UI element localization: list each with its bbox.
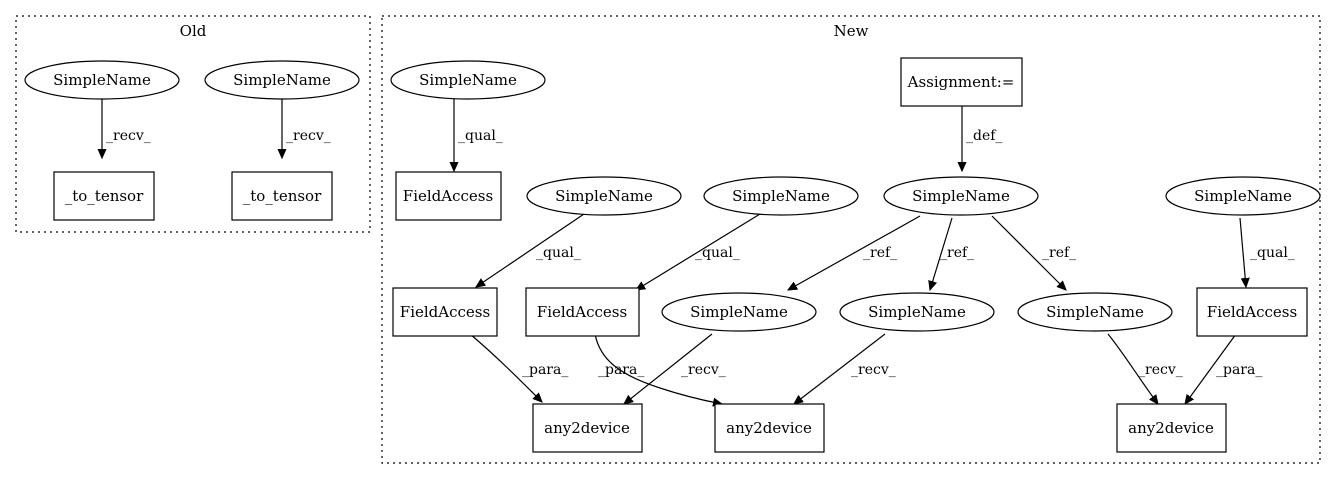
node-fieldaccess-top: FieldAccess bbox=[395, 171, 502, 221]
node-fieldaccess-2: FieldAccess bbox=[525, 287, 640, 337]
edge-label-qual-right: _qual_ bbox=[1250, 245, 1295, 261]
node-simplename-r2: SimpleName bbox=[839, 292, 995, 332]
edge-label-recv-old-2: _recv_ bbox=[286, 128, 331, 144]
edge-label-recv-r3: _recv_ bbox=[1138, 362, 1183, 378]
svg-text:Assignment:=: Assignment:= bbox=[907, 73, 1015, 91]
edge-qual-right bbox=[1239, 217, 1246, 287]
node-simplename-new-top: SimpleName bbox=[390, 60, 546, 100]
edge-recv-r1 bbox=[624, 333, 713, 404]
edge-qual-a bbox=[476, 213, 585, 287]
svg-text:SimpleName: SimpleName bbox=[1046, 303, 1144, 321]
edge-label-recv-old-1: _recv_ bbox=[106, 128, 151, 144]
edge-label-ref-2: _ref_ bbox=[940, 245, 974, 261]
svg-text:SimpleName: SimpleName bbox=[419, 71, 517, 89]
edge-label-ref-3: _ref_ bbox=[1042, 245, 1076, 261]
edge-ref-3 bbox=[991, 215, 1066, 290]
node-simplename-r3: SimpleName bbox=[1017, 292, 1173, 332]
edge-qual-b bbox=[636, 213, 761, 290]
svg-text:SimpleName: SimpleName bbox=[1194, 187, 1292, 205]
cluster-new: New bbox=[381, 15, 1321, 464]
svg-text:SimpleName: SimpleName bbox=[53, 71, 151, 89]
svg-text:SimpleName: SimpleName bbox=[690, 303, 788, 321]
node-simplename-old-2: SimpleName bbox=[204, 60, 360, 100]
node-simplename-r1: SimpleName bbox=[661, 292, 817, 332]
node-any2device-3: any2device bbox=[1116, 403, 1227, 453]
edge-label-recv-r1: _recv_ bbox=[681, 362, 726, 378]
svg-text:FieldAccess: FieldAccess bbox=[400, 303, 490, 321]
svg-text:SimpleName: SimpleName bbox=[912, 187, 1010, 205]
svg-text:_to_tensor: _to_tensor bbox=[65, 187, 144, 205]
svg-text:any2device: any2device bbox=[726, 419, 812, 437]
edge-label-ref-1: _ref_ bbox=[863, 245, 897, 261]
edge-label-para-1: _para_ bbox=[522, 362, 568, 378]
edge-label-para-2: _para_ bbox=[598, 362, 644, 378]
svg-text:_to_tensor: _to_tensor bbox=[243, 187, 322, 205]
edge-para-2 bbox=[594, 333, 722, 404]
edge-ref-1 bbox=[788, 215, 921, 290]
svg-text:any2device: any2device bbox=[544, 419, 630, 437]
node-to-tensor-old-1: _to_tensor bbox=[53, 171, 155, 221]
edge-label-recv-r2: _recv_ bbox=[851, 362, 896, 378]
edge-label-def: _def_ bbox=[966, 128, 1002, 144]
cluster-old: Old bbox=[15, 15, 371, 233]
node-simplename-b: SimpleName bbox=[703, 176, 859, 216]
edge-recv-r3 bbox=[1107, 333, 1158, 404]
node-simplename-def: SimpleName bbox=[883, 176, 1039, 216]
node-simplename-a: SimpleName bbox=[526, 176, 682, 216]
edge-label-para-3: _para_ bbox=[1216, 362, 1262, 378]
node-assignment: Assignment:= bbox=[900, 57, 1023, 107]
svg-text:FieldAccess: FieldAccess bbox=[1207, 303, 1297, 321]
svg-text:any2device: any2device bbox=[1128, 419, 1214, 437]
edge-recv-r2 bbox=[794, 333, 886, 404]
svg-text:FieldAccess: FieldAccess bbox=[403, 187, 493, 205]
node-simplename-old-1: SimpleName bbox=[24, 60, 180, 100]
cluster-old-label: Old bbox=[180, 22, 207, 40]
svg-text:SimpleName: SimpleName bbox=[233, 71, 331, 89]
node-simplename-right: SimpleName bbox=[1165, 176, 1321, 216]
node-any2device-2: any2device bbox=[714, 403, 825, 453]
svg-text:SimpleName: SimpleName bbox=[868, 303, 966, 321]
edge-label-qual-b: _qual_ bbox=[695, 245, 740, 261]
edge-para-3 bbox=[1185, 333, 1237, 404]
edge-label-qual-top: _qual_ bbox=[458, 128, 503, 144]
node-fieldaccess-1: FieldAccess bbox=[392, 287, 498, 337]
node-to-tensor-old-2: _to_tensor bbox=[231, 171, 333, 221]
svg-text:SimpleName: SimpleName bbox=[732, 187, 830, 205]
svg-text:FieldAccess: FieldAccess bbox=[537, 303, 627, 321]
edge-para-1 bbox=[469, 333, 542, 402]
edges: _recv_ _recv_ _qual_ _def_ _qual_ _qual_… bbox=[102, 99, 1295, 404]
svg-text:SimpleName: SimpleName bbox=[555, 187, 653, 205]
node-fieldaccess-3: FieldAccess bbox=[1196, 287, 1308, 337]
node-any2device-1: any2device bbox=[532, 403, 643, 453]
cluster-new-label: New bbox=[834, 22, 869, 40]
edge-ref-2 bbox=[930, 217, 953, 290]
edge-label-qual-a: _qual_ bbox=[536, 245, 581, 261]
